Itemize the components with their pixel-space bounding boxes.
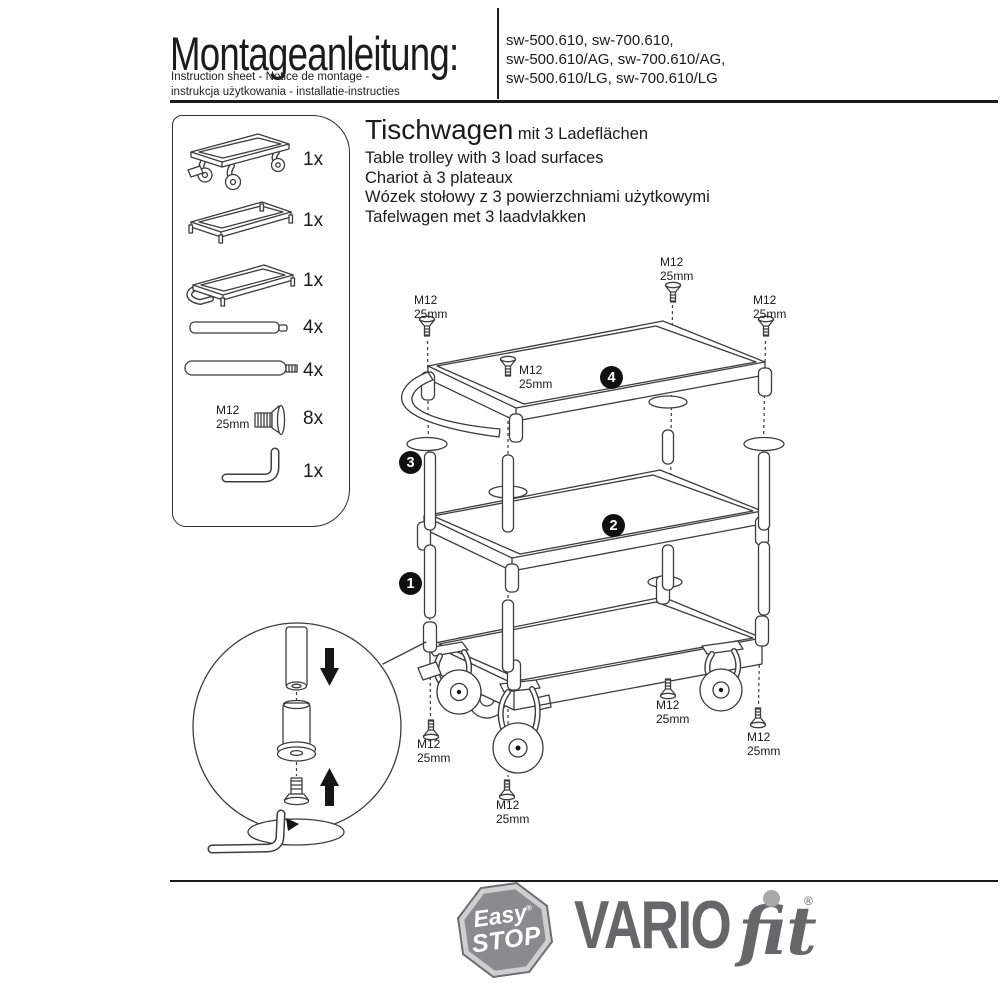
- brand-dot-icon: [763, 890, 780, 907]
- step-badge-4: 4: [600, 366, 623, 389]
- key-tip-arrow-icon: [286, 818, 299, 831]
- screw-label-top-rear: M12 25mm: [660, 255, 694, 283]
- qty-tube-plain: 4x: [303, 317, 324, 338]
- qty-shelf: 1x: [303, 210, 324, 231]
- top-shelf: [401, 320, 773, 443]
- product-title-suffix: mit 3 Ladeflächen: [517, 125, 649, 143]
- part-base-with-casters-icon: [187, 133, 290, 191]
- translation-en: Table trolley with 3 load surfaces: [365, 149, 604, 167]
- screw-label-bottom-right: M12 25mm: [747, 730, 781, 758]
- translation-fr: Chariot à 3 plateaux: [365, 168, 513, 187]
- brand-vario: VARIO: [574, 887, 732, 963]
- step-badge-1: 1: [399, 572, 422, 595]
- footer-rule: [170, 880, 998, 882]
- header-subtitle-2: instrukcja użytkowania - installatie-ins…: [171, 86, 400, 98]
- product-title-block: Tischwagen mit 3 Ladeflächen Table troll…: [365, 114, 710, 227]
- screw-label-top-right: M12 25mm: [753, 293, 787, 321]
- screw-label-top-left: M12 25mm: [414, 293, 448, 321]
- rotation-ring: [247, 818, 345, 846]
- part-screw-icon: [254, 404, 286, 436]
- qty-screw: 8x: [303, 408, 324, 429]
- model-line: sw-500.610, sw-700.610,: [506, 32, 674, 49]
- part-shelf-tray-icon: [188, 201, 294, 244]
- part-allen-key-icon: [221, 447, 280, 483]
- qty-shelf-handle: 1x: [303, 270, 324, 291]
- header-subtitle-1: Instruction sheet - Notice de montage -: [171, 71, 370, 83]
- step-badge-2: 2: [602, 514, 625, 537]
- qty-allen-key: 1x: [303, 461, 324, 482]
- part-shelf-tray-handle-icon: [186, 264, 296, 307]
- screw-label-bottom-rear: M12 25mm: [656, 698, 690, 726]
- brand-fit: fit: [738, 892, 817, 970]
- panel-screw-label: M12 25mm: [216, 403, 250, 431]
- qty-base: 1x: [303, 149, 324, 170]
- push-handle: [401, 371, 501, 438]
- part-tube-plain-icon: [189, 321, 288, 334]
- parts-list-panel: [172, 115, 350, 527]
- base-platform: [417, 575, 770, 774]
- brand-reg: ®: [804, 894, 813, 908]
- arrow-up-icon: [320, 768, 339, 806]
- arrow-down-icon: [320, 648, 339, 686]
- product-title: Tischwagen: [365, 114, 514, 145]
- spacer-tubes-upper: [423, 429, 771, 533]
- model-numbers: sw-500.610, sw-700.610, sw-500.610/AG, s…: [506, 31, 725, 88]
- qty-tube-threaded: 4x: [303, 360, 324, 381]
- detail-callout: [192, 622, 427, 854]
- step-badge-3: 3: [399, 451, 422, 474]
- part-tube-threaded-icon: [184, 360, 298, 376]
- screw-label-bottom-left: M12 25mm: [417, 737, 451, 765]
- header-divider: [497, 8, 499, 99]
- translation-nl: Tafelwagen met 3 laadvlakken: [365, 207, 587, 226]
- middle-shelf: [416, 469, 770, 593]
- model-line: sw-500.610/AG, sw-700.610/AG,: [506, 51, 726, 68]
- translation-pl: Wózek stołowy z 3 powierzchniami użytkow…: [365, 188, 710, 206]
- header-rule: [170, 100, 998, 103]
- screw-label-bottom-front: M12 25mm: [496, 798, 530, 826]
- page-title: Montageanleitung:: [170, 27, 459, 80]
- screw-label-mid: M12 25mm: [519, 363, 553, 391]
- model-line: sw-500.610/LG, sw-700.610/LG: [506, 70, 718, 87]
- variofit-logo: VARIO fit ®: [574, 886, 834, 976]
- spacer-tubes-lower: [423, 541, 771, 673]
